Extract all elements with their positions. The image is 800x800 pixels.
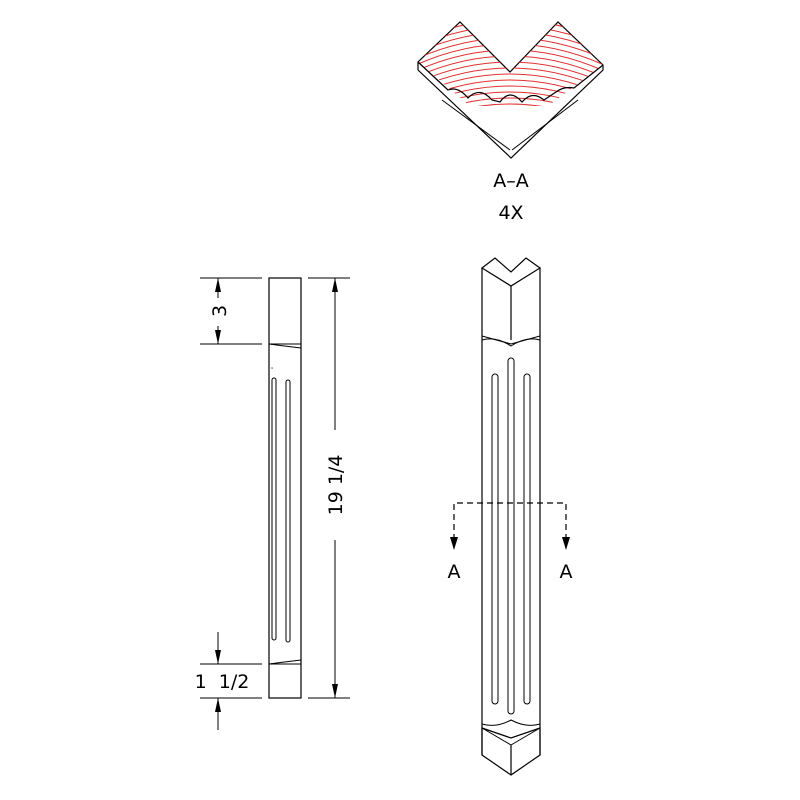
top-cap [480, 257, 542, 287]
bottom-cap-left [481, 727, 512, 746]
top-block-curve [481, 338, 541, 347]
side-profile [268, 277, 302, 699]
front-flute-center [507, 357, 515, 715]
side-flute-2 [285, 379, 291, 643]
dim-overall-label: 19 1/4 [325, 455, 347, 516]
cut-arrow-left [450, 537, 458, 550]
side-bottom-transition [268, 659, 302, 665]
front-view [480, 257, 542, 776]
dim-top-block: 3 [209, 278, 231, 344]
side-top-transition [268, 343, 302, 349]
section-outline [417, 21, 604, 159]
section-bottom-flutes [417, 61, 604, 103]
front-flute-left [491, 373, 499, 705]
side-view [268, 277, 302, 699]
dim-bottom-block: 1 1/2 [195, 632, 250, 730]
bottom-cap-face [481, 727, 541, 776]
front-flute-right [523, 373, 531, 705]
cutting-plane: A A [448, 502, 573, 583]
dim-bottom-block-label: 1 1/2 [195, 671, 250, 693]
cutting-plane-line [453, 502, 567, 540]
side-flute-1 [271, 377, 277, 641]
section-scale: 4X [498, 202, 523, 224]
bottom-block-curve [481, 719, 541, 726]
cut-label-right: A [560, 561, 573, 583]
section-label: A–A [493, 170, 529, 192]
section-inner-right [511, 99, 579, 151]
cut-label-left: A [448, 561, 461, 583]
dim-top-block-label: 3 [209, 305, 231, 317]
wood-grain [418, 22, 603, 106]
section-inner-left [441, 99, 511, 151]
cut-arrow-right [562, 537, 570, 550]
dimensions: 3 19 1/4 1 1/2 [195, 277, 350, 730]
dim-overall: 19 1/4 [325, 278, 347, 698]
section-view: A–A 4X [417, 21, 604, 224]
bottom-cap-right [510, 727, 541, 746]
